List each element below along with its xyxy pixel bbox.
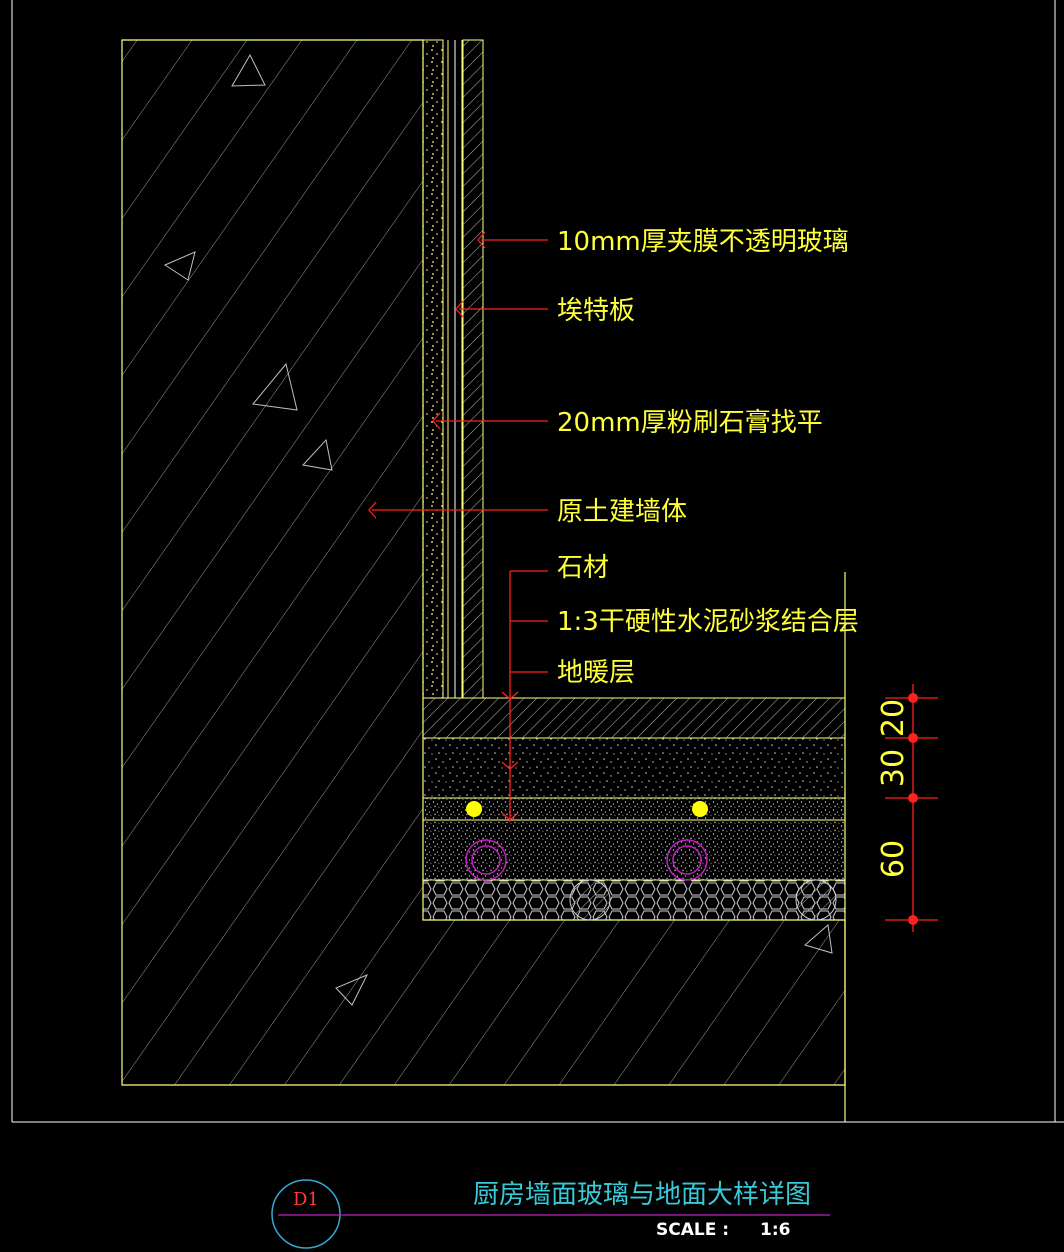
- insulation-layer: [422, 879, 846, 921]
- heating-pipes: [465, 839, 708, 881]
- dimension-20: 20: [876, 699, 911, 737]
- heating-layer: [422, 819, 846, 881]
- pipe-clip-dot: [692, 801, 708, 817]
- scale-label: SCALE :: [656, 1220, 729, 1240]
- label-heating: 地暖层: [557, 658, 635, 688]
- heating-top-band: [422, 797, 846, 821]
- detail-bubble-label: D1: [293, 1189, 319, 1210]
- drawing-title: 厨房墙面玻璃与地面大样详图: [473, 1180, 811, 1210]
- dimension-chain: [885, 684, 938, 932]
- label-plaster: 20mm厚粉刷石膏找平: [557, 408, 823, 438]
- mortar-layer: [422, 737, 846, 799]
- dimension-60: 60: [876, 840, 911, 878]
- label-mortar: 1:3干硬性水泥砂浆结合层: [557, 607, 859, 637]
- label-board: 埃特板: [557, 296, 635, 326]
- aggregate-marks: [163, 53, 833, 1006]
- stone-layer: [422, 697, 846, 739]
- dimension-30: 30: [876, 749, 911, 787]
- glass-layer: [462, 39, 484, 699]
- gravel-marks: [569, 879, 837, 921]
- plaster-layer: [422, 39, 444, 699]
- label-glass: 10mm厚夹膜不透明玻璃: [557, 227, 849, 257]
- pipe-clip-dot: [466, 801, 482, 817]
- label-stone: 石材: [557, 553, 609, 583]
- wall-leaders: [368, 231, 548, 519]
- floor-leaders: [501, 570, 548, 822]
- scale-value: 1:6: [760, 1220, 790, 1240]
- label-wall: 原土建墙体: [557, 497, 687, 527]
- detail-bubble: [271, 1179, 341, 1249]
